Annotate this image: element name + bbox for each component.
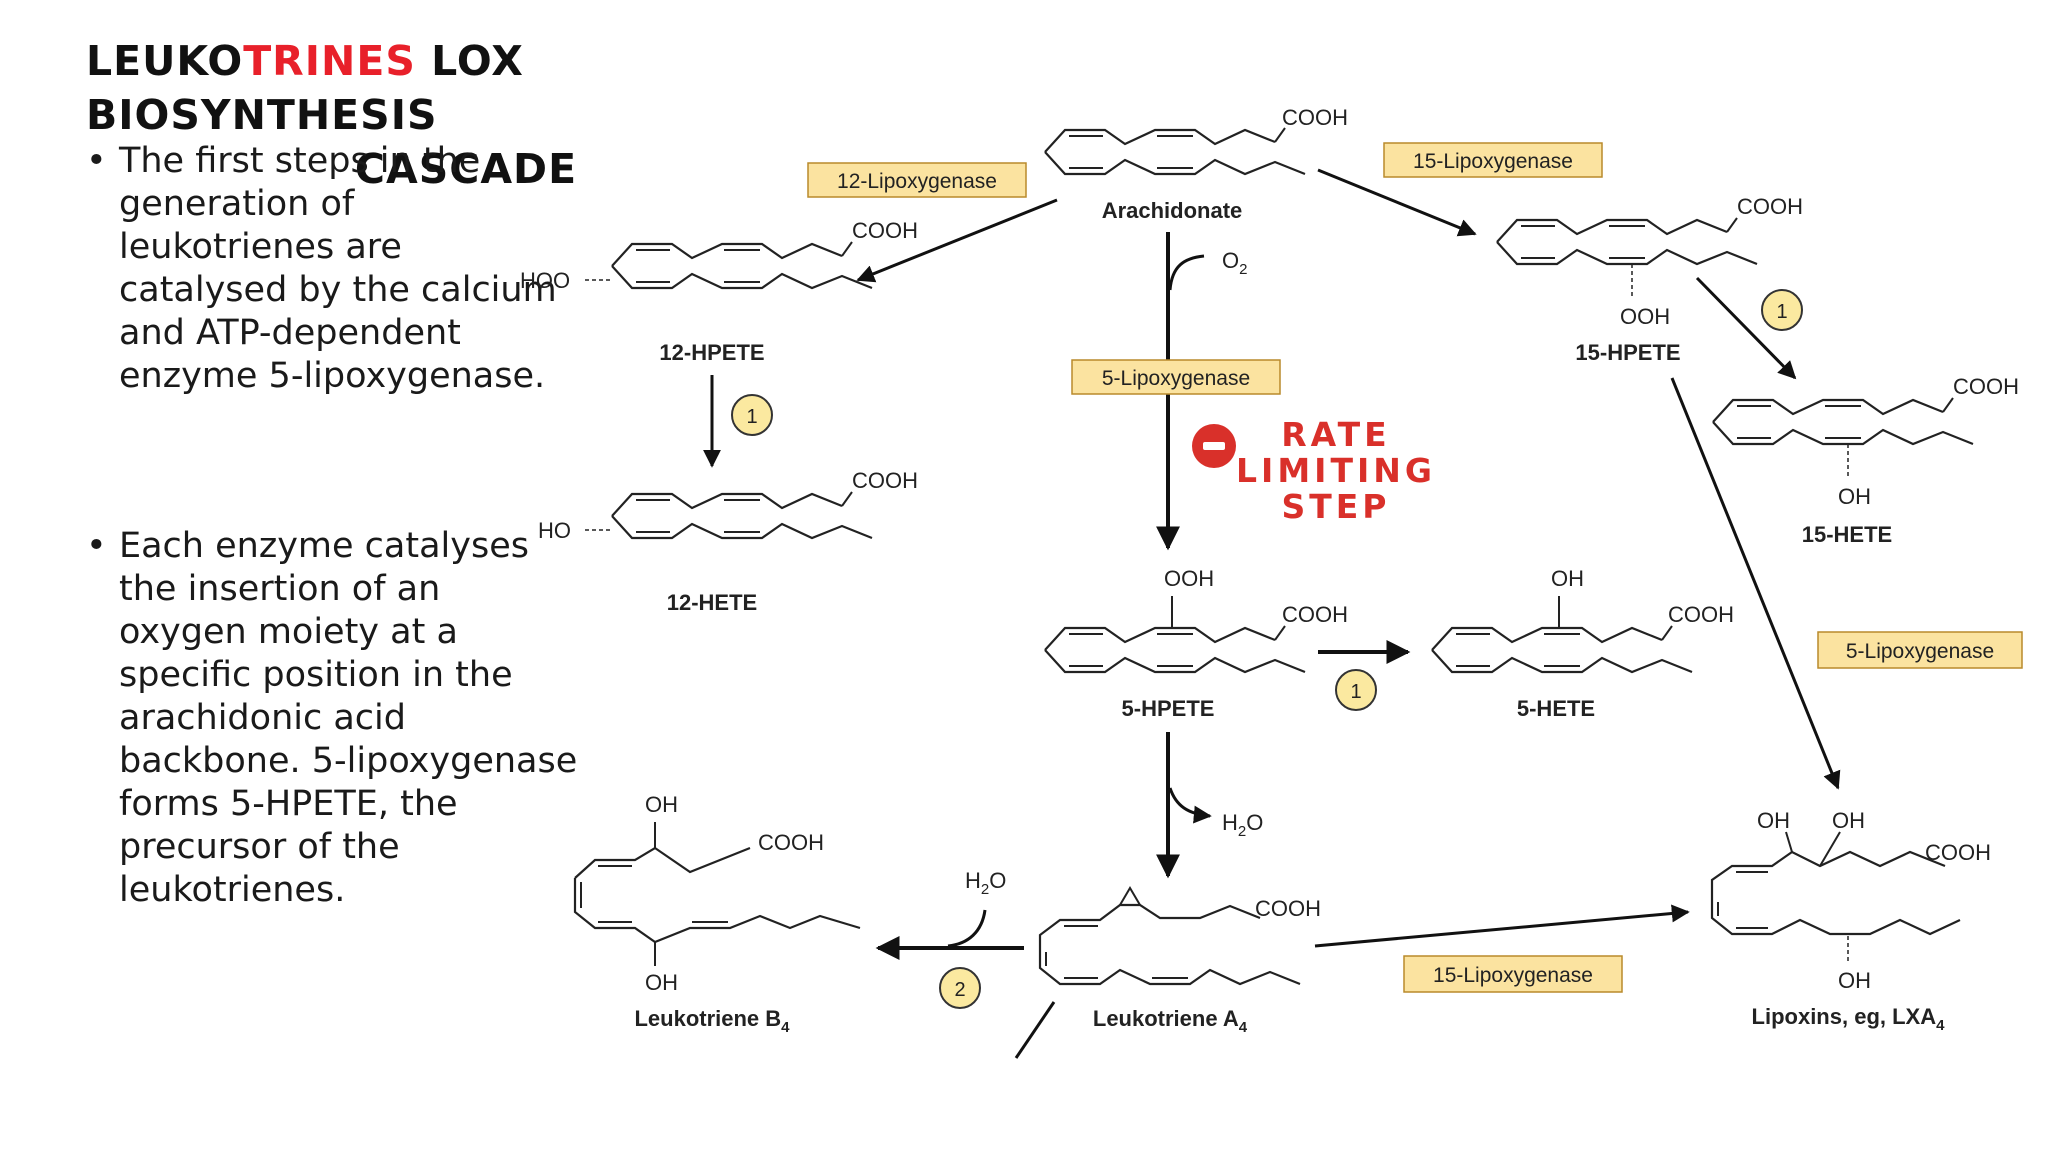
- lta4-subscript: 4: [1239, 1019, 1248, 1036]
- arachidonate-cooh: COOH: [1282, 105, 1348, 130]
- enzyme-label-lox5-right: 5-Lipoxygenase: [1846, 640, 1994, 663]
- molecule-leukotriene-b4: [573, 822, 861, 966]
- molecule-lipoxins: [1710, 831, 1961, 964]
- arrow-15-hpete-to-lipoxins: [1670, 377, 1841, 790]
- label-15-hete: 15-HETE: [1802, 522, 1892, 547]
- label-leukotriene-b4: Leukotriene B4: [634, 1006, 790, 1036]
- bullet-item-first-steps: The first steps in the generation of leu…: [86, 140, 579, 398]
- lta4-name-text: Leukotriene A: [1093, 1006, 1239, 1031]
- step-1-label-c: 1: [1350, 681, 1361, 703]
- h2o-output-arc: [1168, 787, 1212, 824]
- step-1-label-b: 1: [1776, 301, 1787, 323]
- arrow-arachidonate-to-15-hpete: [1317, 168, 1477, 237]
- molecule-leukotriene-a4: [1038, 886, 1301, 986]
- arrow-arachidonate-to-12-hpete: [856, 198, 1058, 283]
- step-circle-lta4: 2: [939, 967, 981, 1009]
- hete5-cooh: COOH: [1668, 602, 1734, 627]
- arrow-15-hpete-to-15-hete: [1695, 276, 1797, 380]
- rate-limiting-line-1: RATE: [1281, 415, 1390, 454]
- h2o-out-h: H: [1222, 810, 1238, 835]
- hpete12-cooh: COOH: [852, 218, 918, 243]
- enzyme-box-15-lipoxygenase-top: 15-Lipoxygenase: [1383, 142, 1603, 178]
- o2-label: O2: [1222, 248, 1247, 278]
- arrow-lta4-continuation: [1014, 1001, 1056, 1059]
- lipoxin-oh-3: OH: [1838, 968, 1871, 993]
- molecule-15-hpete: [1495, 217, 1759, 298]
- o2-label-o: O: [1222, 248, 1239, 273]
- step-circle-5-hpete: 1: [1335, 669, 1377, 711]
- molecule-5-hete: [1430, 596, 1694, 674]
- label-5-hete: 5-HETE: [1517, 696, 1595, 721]
- ltb4-subscript: 4: [781, 1019, 790, 1036]
- step-circle-15-hpete: 1: [1761, 289, 1803, 331]
- enzyme-label-lox15-top: 15-Lipoxygenase: [1413, 150, 1573, 173]
- label-lipoxins: Lipoxins, eg, LXA4: [1752, 1004, 1946, 1034]
- title-part-lox: LOX BIOSYNTHESIS: [86, 37, 524, 139]
- enzyme-box-5-lipoxygenase-center: 5-Lipoxygenase: [1071, 359, 1281, 395]
- hete12-cooh: COOH: [852, 468, 918, 493]
- molecule-12-hpete: [585, 241, 874, 290]
- enzyme-box-12-lipoxygenase: 12-Lipoxygenase: [807, 162, 1027, 198]
- step-2-label: 2: [954, 979, 965, 1001]
- label-leukotriene-a4: Leukotriene A4: [1093, 1006, 1248, 1036]
- label-5-hpete: 5-HPETE: [1122, 696, 1215, 721]
- ltb4-oh-bottom: OH: [645, 970, 678, 995]
- enzyme-box-5-lipoxygenase-right: 5-Lipoxygenase: [1817, 631, 2023, 669]
- lta4-cooh: COOH: [1255, 896, 1321, 921]
- title-part-trines: TRINES: [243, 37, 416, 85]
- molecule-arachidonate: [1043, 127, 1307, 176]
- step-1-label-a: 1: [746, 406, 757, 428]
- hpete5-ooh: OOH: [1164, 566, 1214, 591]
- molecule-5-hpete: [1043, 596, 1307, 674]
- h2o-in-o: O: [989, 868, 1006, 893]
- enzyme-label-lox5-center: 5-Lipoxygenase: [1102, 367, 1250, 390]
- hete12-ho: HO: [538, 518, 571, 543]
- hete15-oh: OH: [1838, 484, 1871, 509]
- enzyme-label-lox15-bottom: 15-Lipoxygenase: [1433, 964, 1593, 987]
- lipoxin-oh-1: OH: [1757, 808, 1790, 833]
- label-12-hete: 12-HETE: [667, 590, 757, 615]
- rate-limiting-line-3: STEP: [1281, 487, 1390, 526]
- o2-input-arc: [1168, 254, 1205, 291]
- rate-limiting-callout: RATE LIMITING STEP: [1192, 415, 1436, 526]
- molecule-15-hete: [1711, 397, 1975, 478]
- rate-limiting-line-2: LIMITING: [1236, 451, 1436, 490]
- step-circle-12-hpete: 1: [731, 394, 773, 436]
- lipoxins-name-text: Lipoxins, eg, LXA: [1752, 1004, 1937, 1029]
- lipoxins-subscript: 4: [1936, 1017, 1945, 1034]
- h2o-input-arc: [947, 909, 987, 948]
- h2o-label-in: H2O: [965, 868, 1006, 898]
- lipoxin-cooh: COOH: [1925, 840, 1991, 865]
- label-arachidonate: Arachidonate: [1102, 198, 1243, 223]
- label-12-hpete: 12-HPETE: [659, 340, 764, 365]
- hpete15-ooh: OOH: [1620, 304, 1670, 329]
- hete15-cooh: COOH: [1953, 374, 2019, 399]
- h2o-in-h: H: [965, 868, 981, 893]
- molecule-12-hete: [585, 491, 874, 540]
- h2o-out-sub: 2: [1238, 823, 1246, 840]
- hpete12-hoo: HOO: [520, 268, 570, 293]
- h2o-out-o: O: [1246, 810, 1263, 835]
- h2o-label-out: H2O: [1222, 810, 1263, 840]
- bullet-item-enzyme-insertion: Each enzyme catalyses the insertion of a…: [86, 525, 579, 912]
- ltb4-cooh: COOH: [758, 830, 824, 855]
- lipoxin-oh-2: OH: [1832, 808, 1865, 833]
- arrow-lta4-to-lipoxins: [1314, 904, 1690, 948]
- hpete15-cooh: COOH: [1737, 194, 1803, 219]
- minus-circle-icon: [1192, 424, 1236, 468]
- enzyme-label-lox12: 12-Lipoxygenase: [837, 170, 997, 193]
- ltb4-oh-top: OH: [645, 792, 678, 817]
- enzyme-box-15-lipoxygenase-bottom: 15-Lipoxygenase: [1403, 955, 1623, 993]
- o2-label-sub: 2: [1239, 261, 1247, 278]
- h2o-in-sub: 2: [981, 881, 989, 898]
- label-15-hpete: 15-HPETE: [1575, 340, 1680, 365]
- ltb4-name-text: Leukotriene B: [634, 1006, 781, 1031]
- hpete5-cooh: COOH: [1282, 602, 1348, 627]
- title-part-leuko: LEUKO: [86, 37, 244, 85]
- hete5-oh: OH: [1551, 566, 1584, 591]
